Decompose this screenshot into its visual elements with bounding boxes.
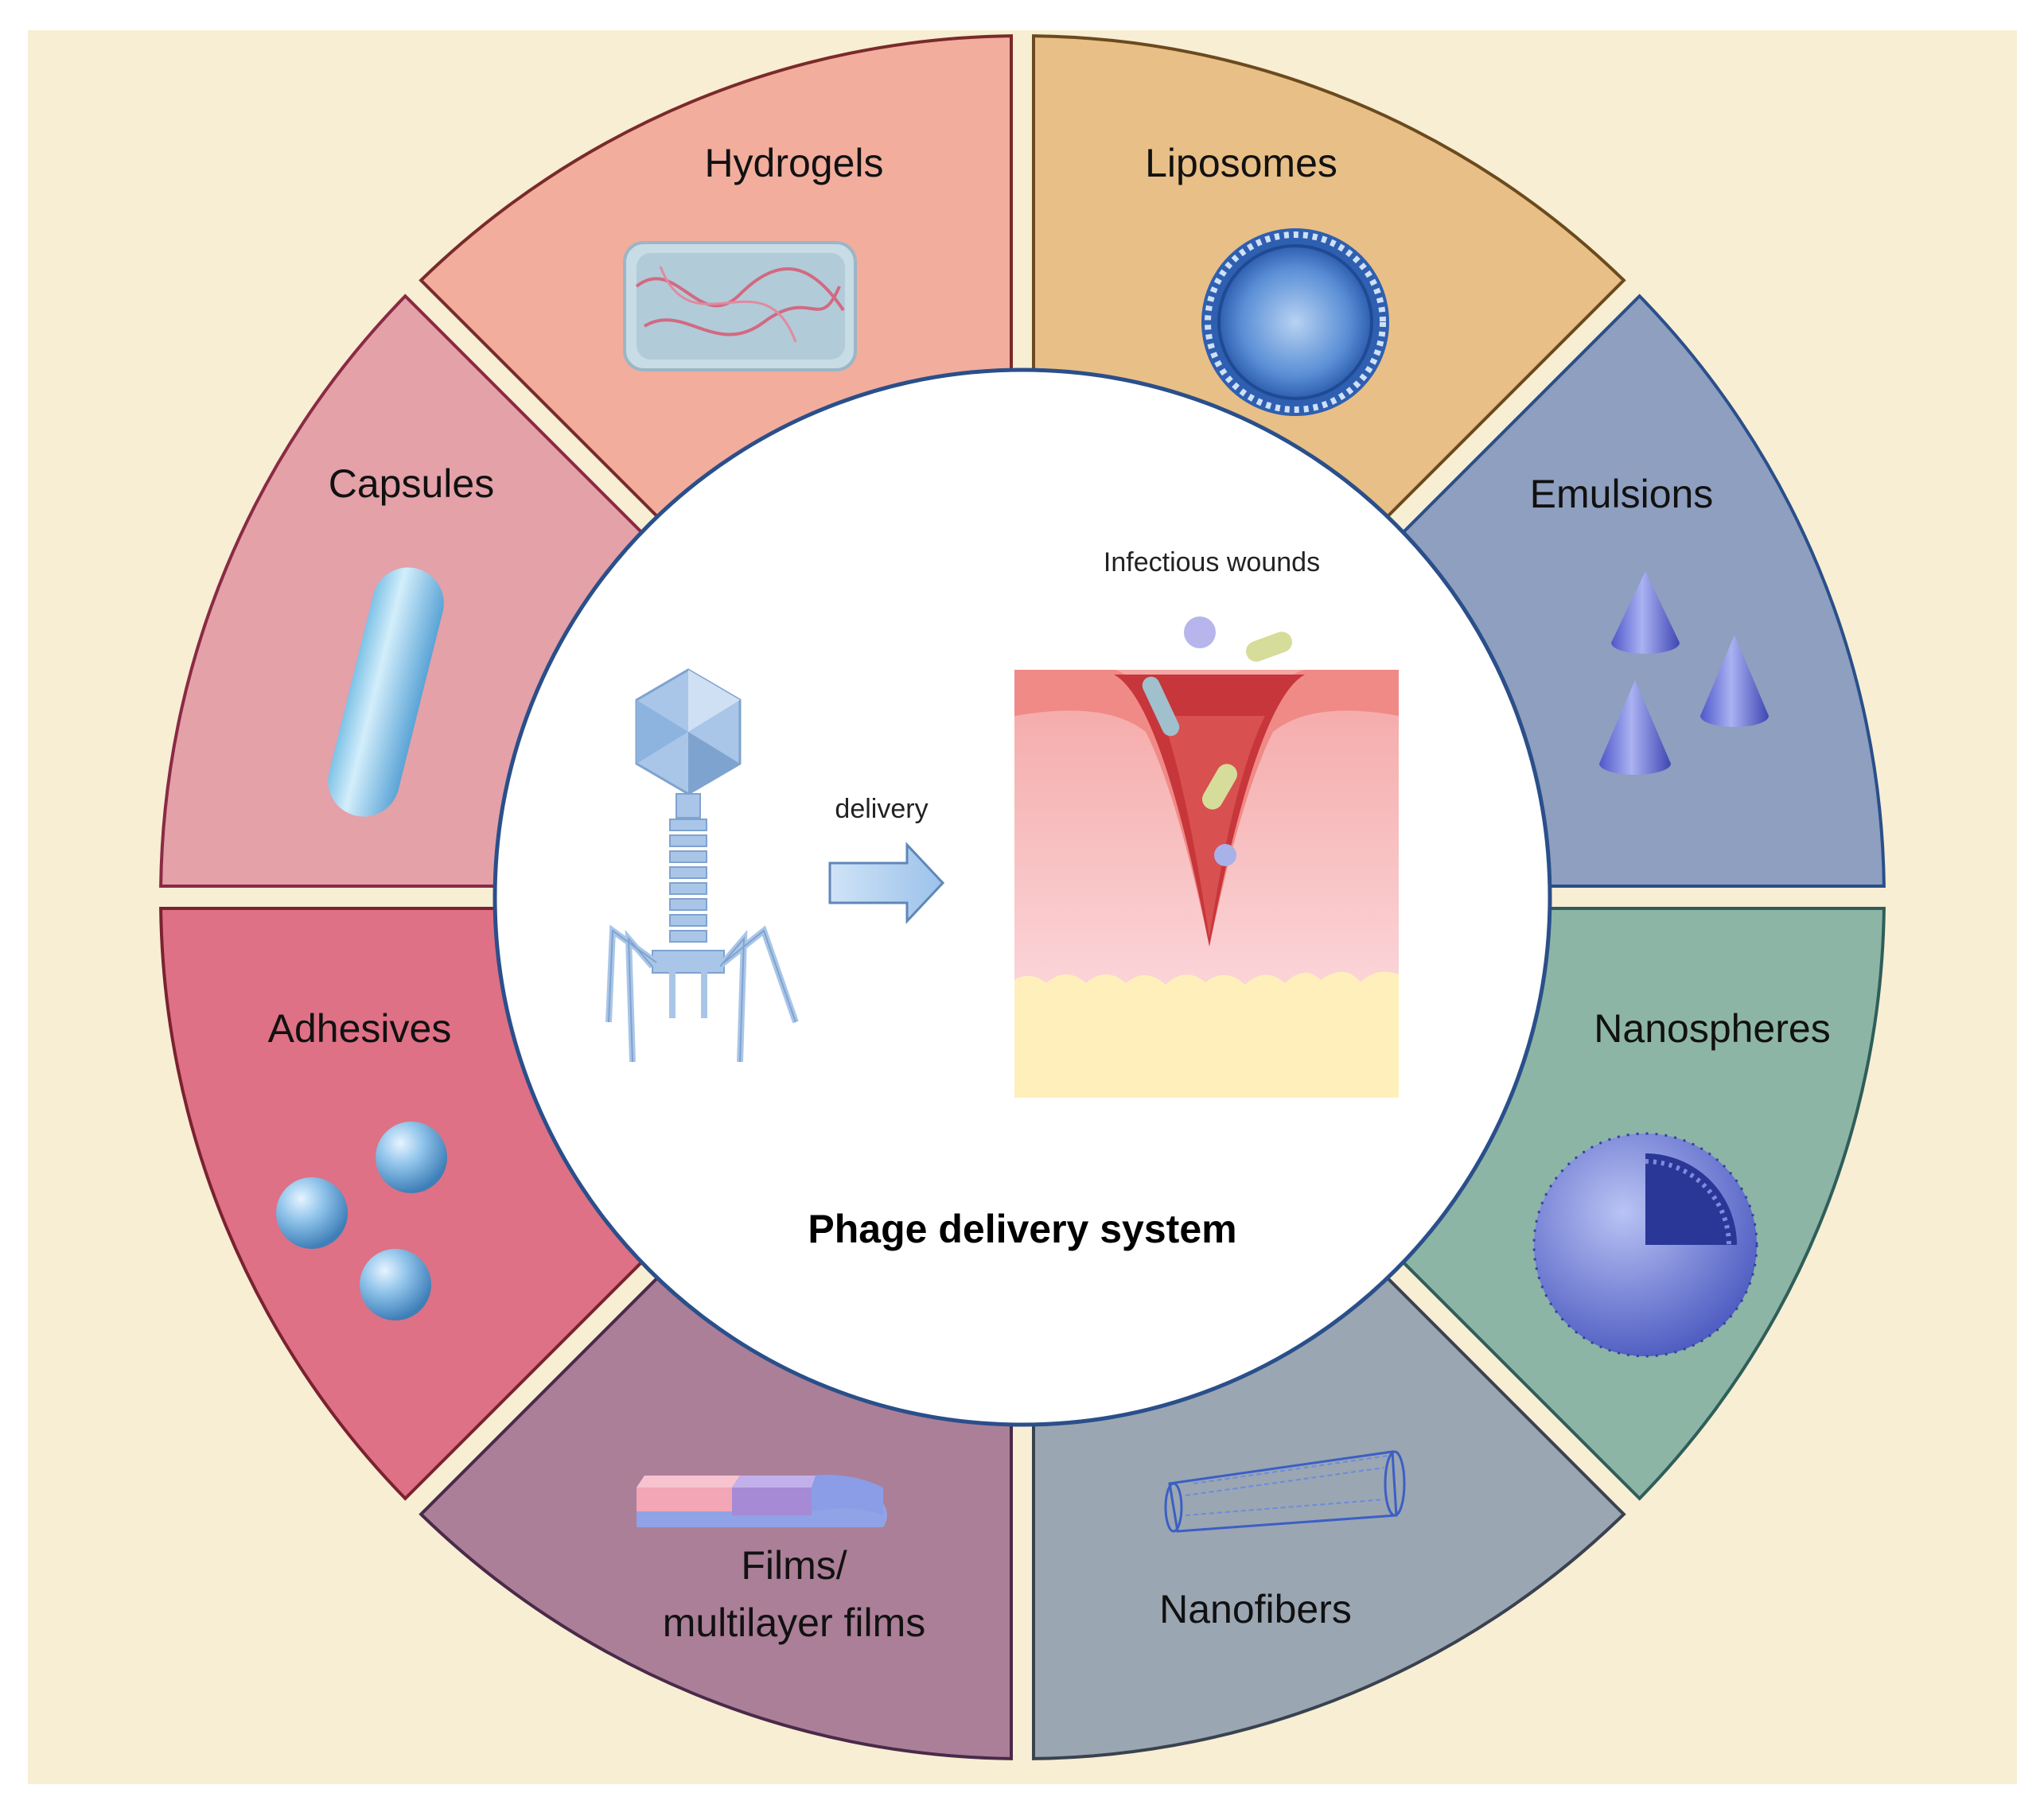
segment-label-line: Capsules — [329, 461, 494, 506]
multilayer-film-icon — [637, 1475, 887, 1527]
capsule-icon — [328, 567, 444, 817]
segment-label-line: Nanofibers — [1159, 1587, 1352, 1631]
segment-label-line: Adhesives — [268, 1006, 452, 1051]
segment-label-nanofibers: Nanofibers — [1159, 1587, 1352, 1631]
segment-labels: Hydrogels LiposomesEmulsionsNanospheresNa… — [268, 141, 1831, 1645]
wound-cross-section-icon — [1014, 616, 1399, 1098]
segment-label-liposomes: Liposomes — [1145, 141, 1337, 185]
center-title: Phage delivery system — [808, 1207, 1236, 1251]
spheres-icon — [276, 1122, 447, 1320]
segment-label-line: Hydrogels — [704, 141, 883, 185]
segment-label-hydrogels: Hydrogels — [704, 141, 883, 185]
segment-label-films: Films/multilayer films — [663, 1543, 926, 1645]
hydrogel-block-icon — [623, 241, 857, 371]
segment-label-nanospheres: Nanospheres — [1594, 1006, 1830, 1051]
cone-droplets-icon — [1599, 571, 1769, 775]
infectious-wounds-label: Infectious wounds — [1104, 547, 1320, 578]
delivery-arrow-icon — [828, 842, 945, 924]
delivery-arrow-label: delivery — [835, 794, 928, 824]
segment-label-emulsions: Emulsions — [1530, 472, 1714, 516]
bacteriophage-icon — [605, 668, 799, 1063]
nanotube-icon — [1164, 1450, 1406, 1533]
segment-label-line: Films/ — [741, 1543, 847, 1588]
nanosphere-icon — [1532, 1132, 1758, 1358]
segment-label-line: Emulsions — [1530, 472, 1714, 516]
segment-label-adhesives: Adhesives — [268, 1006, 452, 1051]
liposome-icon — [1201, 228, 1389, 416]
segment-label-line: Nanospheres — [1594, 1006, 1830, 1051]
segment-label-capsules: Capsules — [329, 461, 494, 506]
segment-label-line: multilayer films — [663, 1600, 926, 1645]
segment-label-line: Liposomes — [1145, 141, 1337, 185]
